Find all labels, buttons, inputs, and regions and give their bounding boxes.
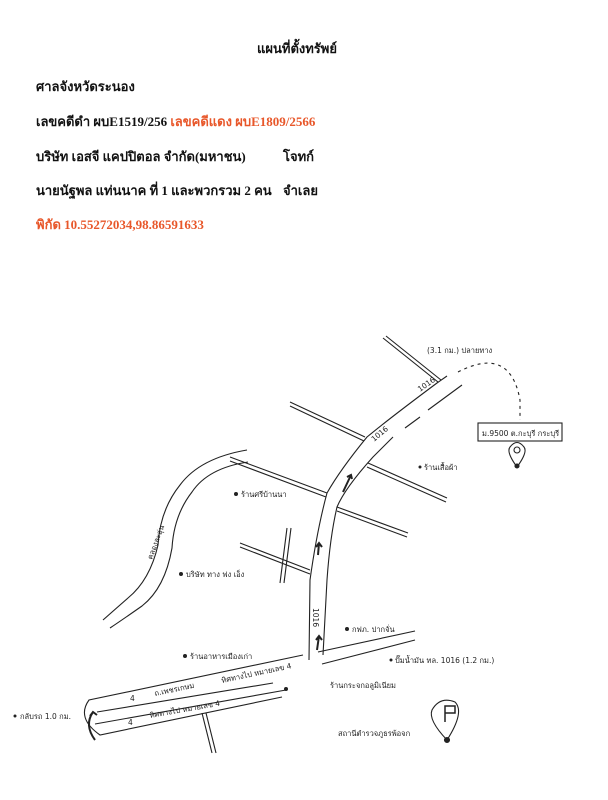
coordinates: พิกัด 10.55272034,98.86591633 xyxy=(36,217,204,232)
direction-arrows xyxy=(88,473,353,741)
river xyxy=(102,449,249,629)
plaintiff-name: บริษัท เอสจี แคปปิตอล จำกัด(มหาชน) xyxy=(36,149,246,164)
property-box xyxy=(477,422,563,442)
landmark-label: สถานีตำรวจภูธรพ้อจก xyxy=(338,729,410,738)
defendant-name: นายนัฐพล แท่นนาค ที่ 1 และพวกรวม 2 คน xyxy=(36,183,272,198)
highway-4 xyxy=(83,630,416,736)
road-label: 1016 xyxy=(311,608,320,627)
case-numbers: เลขคดีดำ ผบE1519/256 เลขคดีแดง ผบE1809/2… xyxy=(36,111,315,132)
court-name: ศาลจังหวัดระนอง xyxy=(36,79,135,94)
property-label: ม.9500 ต.กะบุรี กระบุรี xyxy=(482,429,559,438)
defendant-role: จำเลย xyxy=(283,183,318,198)
highway-number: 4 xyxy=(130,694,135,703)
road-label: 1016 xyxy=(370,424,391,443)
page-title: แผนที่ตั้งทรัพย์ xyxy=(257,41,337,56)
landmark-label: ร้านกระจกอลูมิเนียม xyxy=(330,681,396,690)
landmark-label: บริษัท ทาง ฟง เอ็ง xyxy=(186,569,245,579)
plaintiff-role: โจทก์ xyxy=(283,149,315,164)
destination-distance-label: (3.1 กม.) ปลายทาง xyxy=(427,346,493,355)
river-label: คลองละอุ่น xyxy=(145,524,166,561)
landmark-label: ร้านศรีบ้านนา xyxy=(241,490,287,499)
road-1016 xyxy=(308,375,463,661)
side-roads xyxy=(201,335,448,754)
highway-label: ถ.เพชรเกษม xyxy=(154,681,196,698)
red-case-number: เลขคดีแดง ผบE1809/2566 xyxy=(170,114,316,129)
landmark-label: ปั๊มน้ำมัน ทล. 1016 (1.2 กม.) xyxy=(395,655,494,665)
u-turn-label: กลับรถ 1.0 กม. xyxy=(20,712,71,721)
landmark-label: กฟภ. ปากจั่น xyxy=(352,624,395,634)
dashed-route xyxy=(457,362,521,420)
flag-pin-icon xyxy=(430,699,460,744)
landmark-label: ร้านอาหารเมืองเก่า xyxy=(190,652,252,661)
location-pin-icon xyxy=(508,441,526,469)
black-case-number: เลขคดีดำ ผบE1519/256 xyxy=(36,114,168,129)
highway-number: 4 xyxy=(128,718,133,727)
landmark-dots xyxy=(13,465,422,718)
landmark-label: ร้านเสื้อผ้า xyxy=(424,462,458,472)
